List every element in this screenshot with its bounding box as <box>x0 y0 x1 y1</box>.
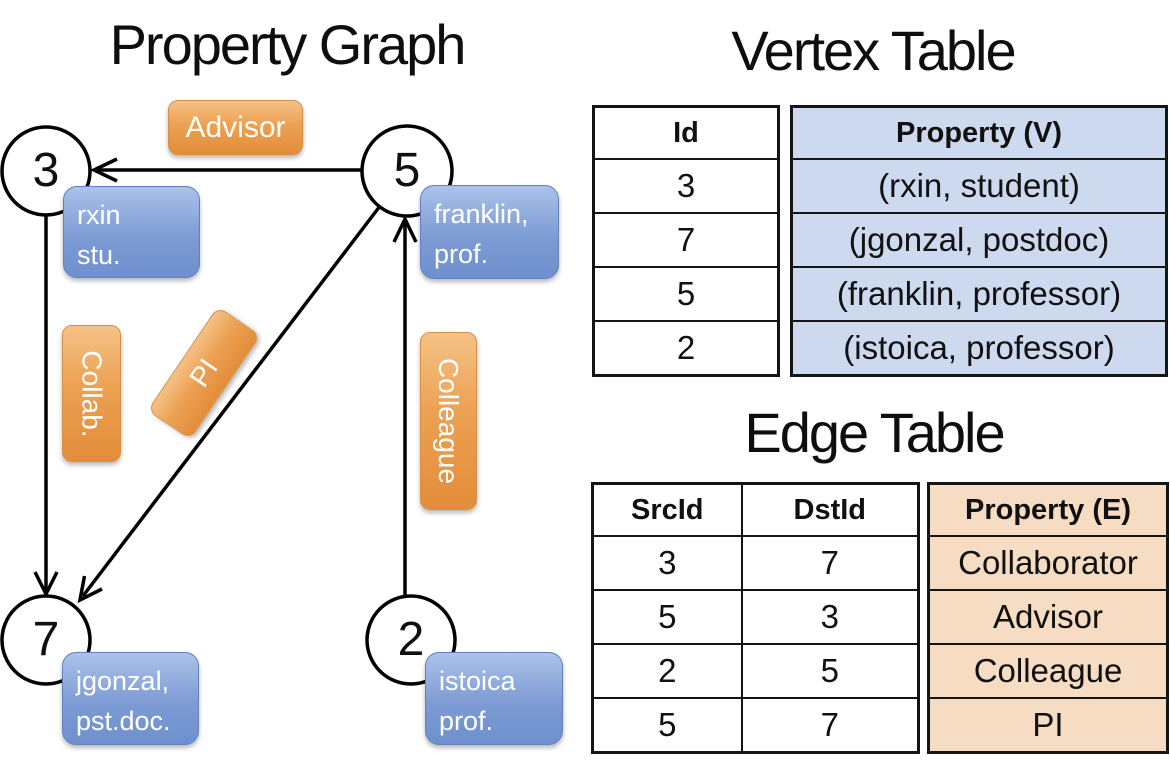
property-graph-title: Property Graph <box>109 13 467 76</box>
node-id-label: 5 <box>393 144 421 197</box>
property-line: rxin <box>77 200 121 230</box>
edge-table-property-column: Property (E) Collaborator Advisor Collea… <box>927 482 1169 754</box>
table-cell: Advisor <box>927 589 1169 645</box>
table-cell: (franklin, professor) <box>790 266 1168 322</box>
edge-label: PI <box>183 353 224 393</box>
arrowhead-colleague <box>392 214 418 243</box>
node-2-property-box: istoica prof. <box>425 652 563 745</box>
table-cell: (rxin, student) <box>790 158 1168 214</box>
edge-table-title: Edge Table <box>744 401 1005 464</box>
table-cell: Colleague <box>927 643 1169 699</box>
table-cell: 5 <box>592 266 780 322</box>
node-id-label: 2 <box>397 613 425 666</box>
advisor-edge-box: Advisor <box>168 100 303 155</box>
column-header-id: Id <box>592 105 780 160</box>
table-cell: 2 <box>592 320 780 377</box>
arrowhead-advisor <box>89 157 118 183</box>
edge-line-pi <box>81 204 382 598</box>
edge-label: Collab. <box>76 349 108 438</box>
node-5-property-box: franklin, prof. <box>420 185 559 279</box>
arrowhead-pi <box>77 575 103 604</box>
node-id-label: 7 <box>32 613 60 666</box>
edge-label: Advisor <box>185 110 286 144</box>
arrowhead-collab <box>33 571 59 598</box>
edge-table-id-columns: SrcId DstId 3 7 5 3 2 5 5 7 <box>591 482 920 754</box>
property-line: stu. <box>77 240 121 270</box>
table-cell: 5 <box>591 697 743 754</box>
table-cell: 3 <box>740 589 920 645</box>
table-cell: 5 <box>740 643 920 699</box>
column-header-dstid: DstId <box>740 482 920 537</box>
node-id-label: 3 <box>32 144 60 197</box>
vertex-table-title: Vertex Table <box>731 19 1016 82</box>
column-header-property-e: Property (E) <box>927 482 1169 537</box>
table-cell: 2 <box>591 643 743 699</box>
collab-edge-box: Collab. <box>62 325 121 462</box>
property-line: pst.doc. <box>76 706 171 736</box>
property-line: franklin, <box>434 199 529 229</box>
table-cell: 3 <box>592 158 780 214</box>
vertex-table-id-column: Id 3 7 5 2 <box>592 105 780 377</box>
vertex-table-property-column: Property (V) (rxin, student) (jgonzal, p… <box>790 105 1168 377</box>
column-header-property-v: Property (V) <box>790 105 1168 160</box>
table-cell: 5 <box>591 589 743 645</box>
property-line: jgonzal, <box>76 666 170 696</box>
table-cell: 3 <box>591 535 743 591</box>
table-cell: 7 <box>740 697 920 754</box>
table-cell: 7 <box>740 535 920 591</box>
property-line: istoica <box>439 666 516 696</box>
node-3-property-box: rxin stu. <box>63 186 200 278</box>
table-cell: PI <box>927 697 1169 754</box>
column-header-srcid: SrcId <box>591 482 743 537</box>
table-cell: (istoica, professor) <box>790 320 1168 377</box>
table-cell: 7 <box>592 212 780 268</box>
node-7-property-box: jgonzal, pst.doc. <box>62 652 199 745</box>
colleague-edge-box: Colleague <box>420 332 477 510</box>
property-line: prof. <box>434 239 489 269</box>
table-cell: (jgonzal, postdoc) <box>790 212 1168 268</box>
edge-label: Colleague <box>433 357 465 485</box>
property-line: prof. <box>439 706 494 736</box>
table-cell: Collaborator <box>927 535 1169 591</box>
